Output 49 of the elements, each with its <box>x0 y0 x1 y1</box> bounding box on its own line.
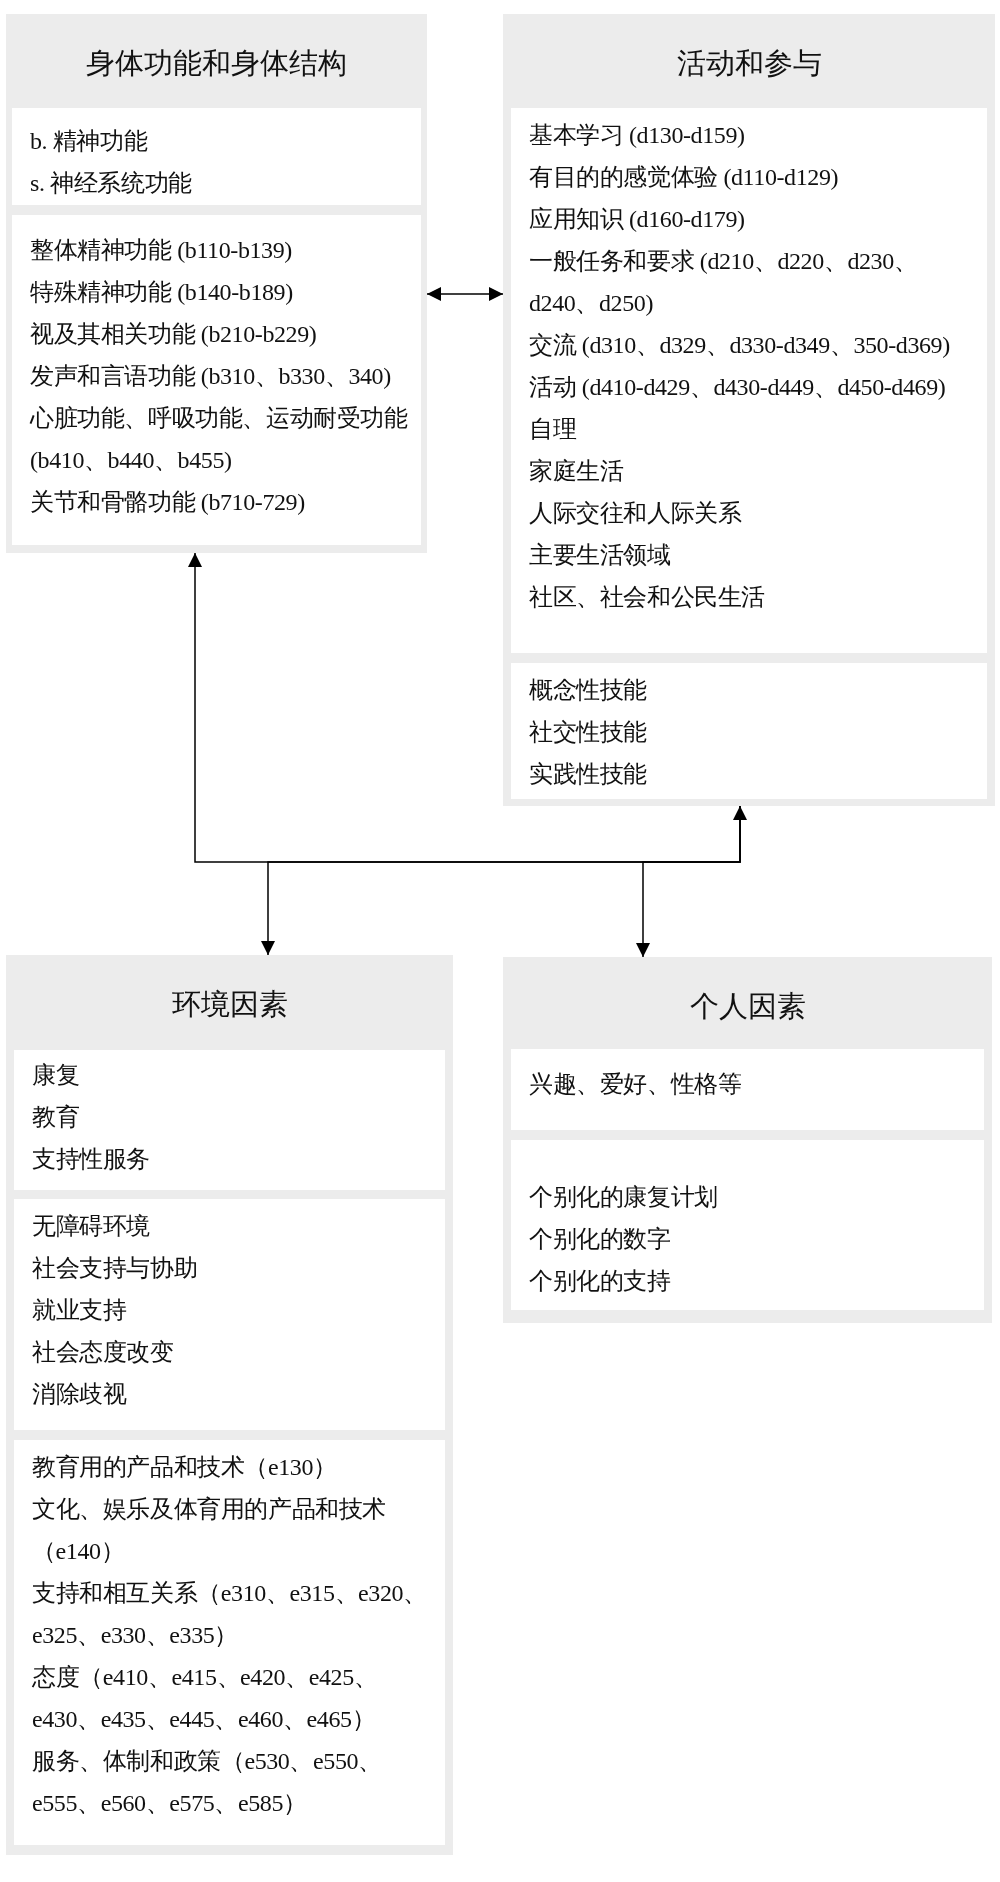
list-item: 自理 <box>529 415 578 444</box>
list-item: 社交性技能 <box>529 718 648 747</box>
category-panel <box>503 957 992 1323</box>
list-item: 基本学习 (d130-d159) <box>529 121 746 150</box>
list-item: 交流 (d310、d329、d330-d349、350-d369) <box>529 331 951 360</box>
list-item: 就业支持 <box>32 1296 128 1325</box>
category-panel <box>6 14 427 553</box>
list-item: 支持性服务 <box>32 1145 151 1174</box>
list-item: 服务、体制和政策（e530、e550、e555、e560、e575、e585） <box>32 1747 383 1818</box>
list-item: 心脏功能、呼吸功能、运动耐受功能 (b410、b440、b455) <box>30 404 409 475</box>
list-item: 消除歧视 <box>32 1380 128 1409</box>
list-item: 实践性技能 <box>529 760 648 789</box>
list-item: 特殊精神功能 (b140-b189) <box>30 278 294 307</box>
list-item: 有目的的感觉体验 (d110-d129) <box>529 163 840 192</box>
arrow <box>188 552 747 863</box>
panel-heading: 个人因素 <box>688 988 807 1025</box>
list-item: 文化、娱乐及体育用的产品和技术（e140） <box>32 1495 387 1566</box>
list-item: 视及其相关功能 (b210-b229) <box>30 320 318 349</box>
list-item: 关节和骨骼功能 (b710-729) <box>30 488 306 517</box>
list-item: 支持和相互关系（e310、e315、e320、e325、e330、e335） <box>32 1579 428 1650</box>
list-item: 个别化的支持 <box>529 1267 672 1296</box>
list-item: 态度（e410、e415、e420、e425、e430、e435、e445、e460、e465） <box>32 1663 379 1734</box>
panel-heading: 环境因素 <box>170 986 289 1023</box>
list-item: 社区、社会和公民生活 <box>529 583 766 612</box>
list-item: 活动 (d410-d429、d430-d449、d450-d469) <box>529 373 947 402</box>
panel-heading: 活动和参与 <box>675 45 823 82</box>
list-item: 教育用的产品和技术（e130） <box>32 1453 338 1482</box>
list-item: 社会态度改变 <box>32 1338 175 1367</box>
list-item: 整体精神功能 (b110-b139) <box>30 236 293 265</box>
list-item: 无障碍环境 <box>32 1212 151 1241</box>
list-item: 发声和言语功能 (b310、b330、340) <box>30 362 392 391</box>
panel-heading: 身体功能和身体结构 <box>85 45 348 82</box>
list-item: 教育 <box>32 1103 81 1132</box>
list-item: 人际交往和人际关系 <box>529 499 743 528</box>
category-panel <box>503 14 995 806</box>
list-item: 概念性技能 <box>529 676 648 705</box>
list-item: 社会支持与协助 <box>32 1254 199 1283</box>
list-item: 兴趣、爱好、性格等 <box>529 1070 743 1099</box>
category-panel <box>6 955 453 1855</box>
list-item: b. 精神功能 <box>30 127 149 156</box>
list-item: 主要生活领域 <box>529 541 672 570</box>
list-item: 家庭生活 <box>529 457 625 486</box>
arrow <box>426 287 504 301</box>
list-item: 应用知识 (d160-d179) <box>529 205 746 234</box>
list-item: 个别化的康复计划 <box>529 1183 719 1212</box>
list-item: 一般任务和要求 (d210、d220、d230、d240、d250) <box>529 247 919 318</box>
list-item: 康复 <box>32 1061 81 1090</box>
list-item: 个别化的数字 <box>529 1225 672 1254</box>
list-item: s. 神经系统功能 <box>30 169 193 198</box>
